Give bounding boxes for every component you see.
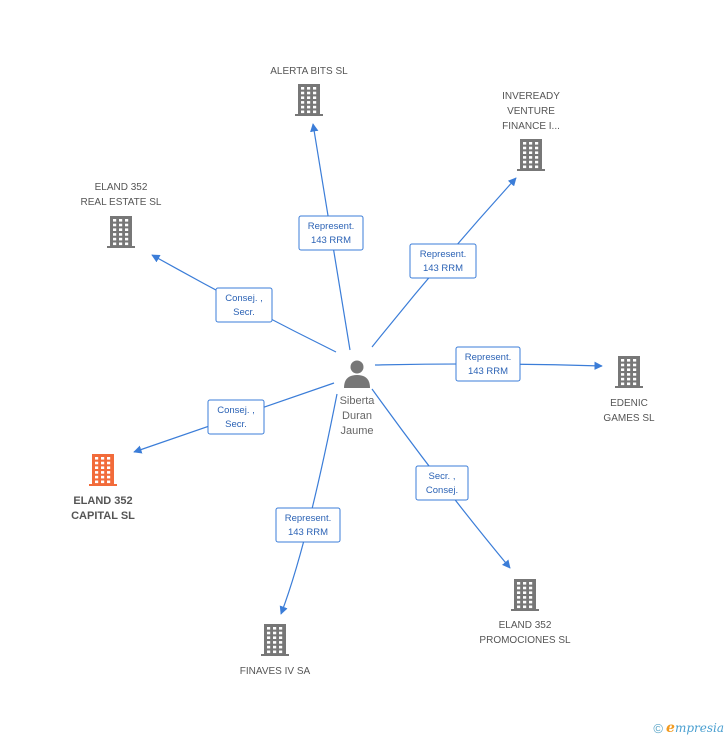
company-node-alerta[interactable]: ALERTA BITS SL [270,66,348,116]
copyright-icon: © [653,720,664,736]
edge-label-edenic: Represent. 143 RRM [455,346,521,382]
edge-label-promociones: Secr. , Consej. [415,465,469,501]
footer-brand: © empresia [653,720,724,736]
edge-label-box [298,215,364,251]
edge-label-text: Secr. [233,307,255,318]
nodes-layer: ALERTA BITS SL INVEREADY VENTURE FINANCE I.… [71,66,655,677]
person-name[interactable]: Jaume [340,425,373,437]
edge-label-text: Secr. [225,419,247,430]
company-name[interactable]: PROMOCIONES SL [479,635,571,646]
edge-label-capital: Consej. , Secr. [207,399,265,435]
edge-finaves [279,393,338,615]
company-name[interactable]: ELAND 352 [95,182,148,193]
company-name[interactable]: FINAVES IV SA [240,666,311,677]
edge-label-text: Secr. , [429,471,456,482]
edge-label-box [409,243,477,279]
edge-label-box [455,346,521,382]
edge-label-text: 143 RRM [468,366,508,377]
edge-label-text: 143 RRM [288,527,328,538]
building-icon[interactable] [261,624,289,656]
person-name[interactable]: Duran [342,410,372,422]
building-icon[interactable] [511,579,539,611]
edge-label-alerta: Represent. 143 RRM [298,215,364,251]
edge-labels-layer: Represent. 143 RRM Represent. 143 RRM Consej… [207,215,521,543]
edge-label-box [415,465,469,501]
edge-label-text: 143 RRM [423,263,463,274]
company-name[interactable]: ELAND 352 [499,620,552,631]
company-name[interactable]: GAMES SL [603,413,655,424]
person-icon[interactable] [344,360,370,389]
edge-label-text: Represent. [420,249,466,260]
edge-label-text: Represent. [308,221,354,232]
edge-label-text: Represent. [465,352,511,363]
edge-label-box [275,507,341,543]
company-name[interactable]: FINANCE I... [502,121,560,132]
company-node-finaves[interactable]: FINAVES IV SA [240,624,311,677]
company-name[interactable]: CAPITAL SL [71,510,135,522]
edge-label-text: Consej. [426,485,458,496]
building-icon[interactable] [517,139,545,171]
company-name[interactable]: ELAND 352 [73,495,132,507]
company-name[interactable]: REAL ESTATE SL [81,197,162,208]
building-icon[interactable] [107,216,135,248]
edge-label-text: Represent. [285,513,331,524]
edges-layer [133,123,603,615]
company-name[interactable]: VENTURE [507,106,555,117]
edge-label-realestate: Consej. , Secr. [215,287,273,323]
company-name[interactable]: INVEREADY [502,91,560,102]
edge-label-box [207,399,265,435]
company-node-edenic[interactable]: EDENIC GAMES SL [603,356,655,424]
company-name[interactable]: EDENIC [610,398,648,409]
edge-label-text: 143 RRM [311,235,351,246]
building-icon[interactable] [295,84,323,116]
edge-label-text: Consej. , [225,293,263,304]
brand-logo[interactable]: empresia [666,720,724,736]
company-name[interactable]: ALERTA BITS SL [270,66,348,77]
building-icon[interactable] [615,356,643,388]
edge-label-text: Consej. , [217,405,255,416]
edge-label-box [215,287,273,323]
person-name[interactable]: Siberta [340,395,376,407]
company-node-inveready[interactable]: INVEREADY VENTURE FINANCE I... [502,91,560,171]
building-icon[interactable] [89,454,117,486]
edge-label-inveready: Represent. 143 RRM [409,243,477,279]
edge-label-finaves: Represent. 143 RRM [275,507,341,543]
